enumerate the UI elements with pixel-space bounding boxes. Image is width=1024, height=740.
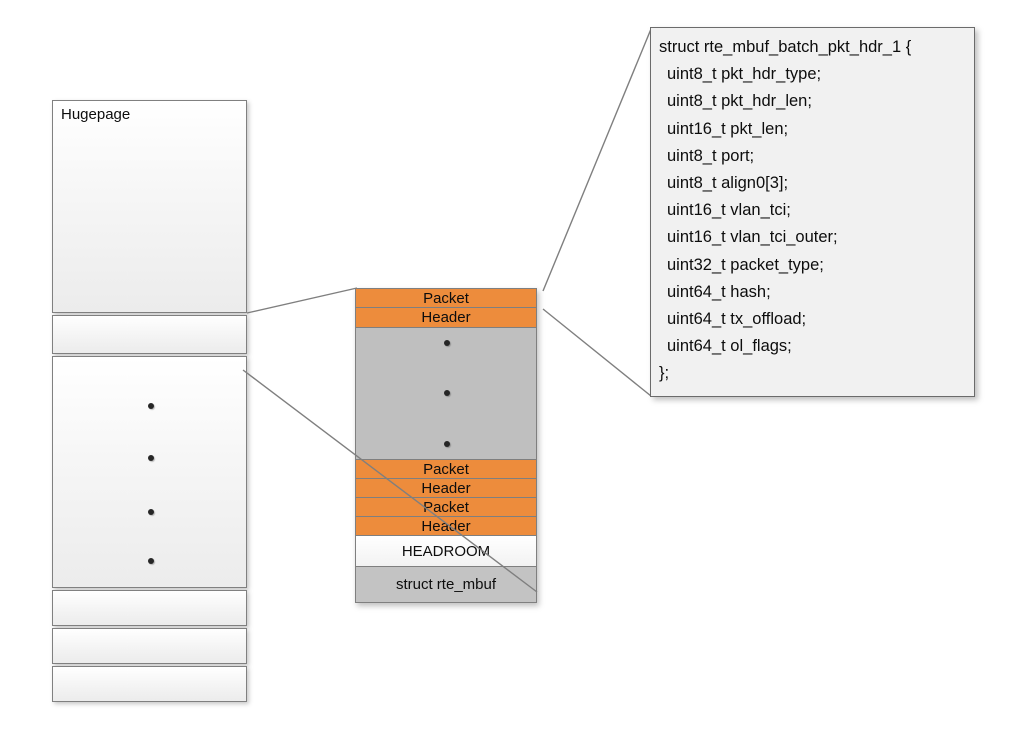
packet-row-label: Packet	[423, 498, 469, 516]
payload-gap[interactable]	[355, 327, 537, 459]
struct-line-1: uint8_t pkt_hdr_type;	[667, 65, 822, 84]
headroom-label: HEADROOM	[401, 542, 491, 560]
struct-line-6: uint16_t vlan_tci;	[667, 201, 791, 220]
connector-header-to-struct-top	[542, 28, 652, 292]
hugepage-column: Hugepage	[52, 100, 247, 702]
struct-line-7: uint16_t vlan_tci_outer;	[667, 228, 838, 247]
struct-line-9: uint64_t hash;	[667, 282, 771, 301]
header-row-3[interactable]: Header	[355, 516, 537, 535]
ellipsis-dot	[444, 441, 450, 447]
header-row-top[interactable]: Header	[355, 307, 537, 327]
header-row-label: Header	[421, 309, 471, 326]
headroom-row[interactable]: HEADROOM	[355, 535, 537, 566]
packet-row-label: Packet	[423, 460, 469, 478]
ellipsis-dot	[148, 509, 154, 515]
hugepage-slot-5[interactable]	[52, 666, 247, 702]
struct-line-3: uint16_t pkt_len;	[667, 119, 789, 138]
packet-row-2[interactable]: Packet	[355, 459, 537, 478]
header-row-label: Header	[421, 479, 471, 497]
hugepage-slot-4[interactable]	[52, 628, 247, 664]
ellipsis-dot	[444, 390, 450, 396]
struct-line-8: uint32_t packet_type;	[667, 255, 824, 274]
packet-row-label: Packet	[423, 289, 469, 307]
struct-line-5: uint8_t align0[3];	[667, 174, 789, 193]
ellipsis-dots	[53, 357, 246, 587]
hugepage-slot-2[interactable]	[52, 356, 247, 588]
struct-line-11: uint64_t ol_flags;	[667, 337, 792, 356]
hugepage-label: Hugepage	[61, 106, 131, 123]
struct-definition-text: struct rte_mbuf_batch_pkt_hdr_1 { uint8_t…	[659, 34, 966, 388]
struct-line-0: struct rte_mbuf_batch_pkt_hdr_1 {	[659, 38, 912, 56]
connector-header-to-struct-bottom	[542, 308, 652, 397]
struct-rte-mbuf-label: struct rte_mbuf	[395, 576, 497, 593]
ellipsis-dot	[148, 455, 154, 461]
ellipsis-dot	[148, 558, 154, 564]
packet-row-top[interactable]: Packet	[355, 288, 537, 307]
struct-callout-box[interactable]: struct rte_mbuf_batch_pkt_hdr_1 { uint8_t…	[650, 27, 975, 397]
packet-row-3[interactable]: Packet	[355, 497, 537, 516]
struct-rte-mbuf-row[interactable]: struct rte_mbuf	[355, 566, 537, 603]
hugepage-slot-1[interactable]	[52, 315, 247, 354]
struct-line-12: };	[659, 364, 670, 383]
ellipsis-dot	[444, 340, 450, 346]
hugepage-slot-3[interactable]	[52, 590, 247, 626]
struct-line-2: uint8_t pkt_hdr_len;	[667, 92, 812, 111]
ellipsis-dots	[356, 328, 536, 459]
header-row-label: Header	[421, 517, 471, 535]
mbuf-column: Packet Header Packet Header Packet Heade…	[355, 288, 537, 603]
struct-line-10: uint64_t tx_offload;	[667, 310, 807, 329]
struct-line-4: uint8_t port;	[667, 146, 755, 165]
header-row-2[interactable]: Header	[355, 478, 537, 497]
ellipsis-dot	[148, 403, 154, 409]
connector-hugepage-top-to-mbuf-top	[246, 287, 358, 314]
hugepage-main-block[interactable]: Hugepage	[52, 100, 247, 313]
